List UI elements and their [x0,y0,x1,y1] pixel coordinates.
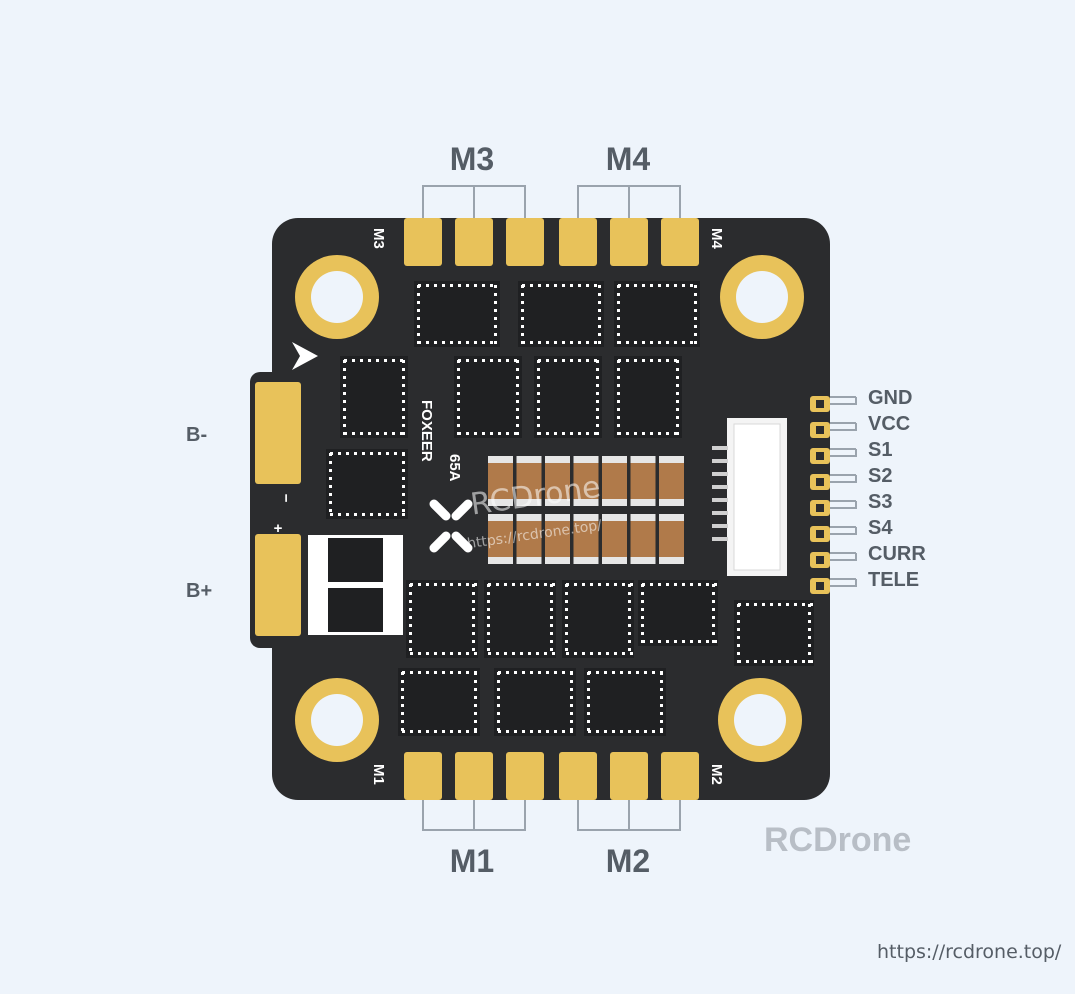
capacitor [630,514,656,564]
silk-m2: M2 [708,764,725,785]
pad-m2-a [559,752,597,800]
signal-label-s1: S1 [868,439,892,461]
pad-m1-a [404,752,442,800]
pad-m1-b [455,752,493,800]
mosfet-chip [734,600,814,666]
pad-m1-c [506,752,544,800]
pad-m4-c [661,218,699,266]
signal-label-curr: CURR [868,543,926,565]
capacitor [659,456,684,506]
silk-rating: 65A [446,454,463,482]
motor-pads-bottom [404,752,699,800]
battery-pad-positive [255,534,301,636]
signal-connector [712,418,787,576]
capacitor [488,456,513,506]
capacitor [659,514,684,564]
capacitor [602,456,627,506]
mosfet-chip [484,580,556,658]
mosfet-chip [398,668,480,736]
mosfet-array [326,281,814,736]
motor-pads-top [404,218,699,266]
motor-group-label-m4: M4 [606,141,651,177]
capacitor [488,514,513,564]
signal-leader-lines [830,396,857,587]
capacitor [602,514,627,564]
mosfet-chip [518,281,604,347]
signal-label-s4: S4 [868,517,893,539]
motor-group-label-m1: M1 [450,843,494,879]
pad-m4-b [610,218,648,266]
capacitor [573,456,599,506]
capacitor-bank [488,456,684,564]
battery-pad-negative [255,382,301,484]
signal-label-vcc: VCC [868,413,910,435]
signal-label-gnd: GND [868,387,912,409]
mosfet-chip [406,580,478,658]
mosfet-chip [584,668,666,736]
signal-label-tele: TELE [868,569,919,591]
signal-pads [810,396,830,594]
silk-minus: − [278,493,295,502]
mosfet-chip [454,356,522,438]
capacitor [545,456,570,506]
pad-m3-a [404,218,442,266]
mosfet-chip [414,281,500,347]
capacitor [573,514,599,564]
shunt-resistors [308,535,403,635]
pad-m2-c [661,752,699,800]
orientation-arrow-icon [292,342,318,370]
motor-brackets [422,185,681,831]
mosfet-chip [340,356,408,438]
motor-group-label-m2: M2 [606,843,650,879]
capacitor [516,514,542,564]
mosfet-chip [494,668,576,736]
mounting-holes [295,255,804,762]
watermark-url: https://rcdrone.top/ [877,941,1062,963]
foxeer-logo-icon [429,499,473,553]
silk-brand: FOXEER [418,400,435,462]
silk-m4: M4 [708,228,725,249]
silk-m1: M1 [370,764,387,785]
mosfet-chip [534,356,602,438]
signal-label-s3: S3 [868,491,892,513]
silk-m3: M3 [370,228,387,249]
pad-m4-a [559,218,597,266]
capacitor [516,456,542,506]
pad-m3-b [455,218,493,266]
mosfet-chip [638,580,718,646]
mosfet-chip [326,449,408,519]
capacitor [630,456,656,506]
pad-m2-b [610,752,648,800]
battery-positive-label: B+ [186,580,212,602]
pad-m3-c [506,218,544,266]
capacitor [545,514,570,564]
mosfet-chip [614,281,700,347]
battery-negative-label: B- [186,424,207,446]
silk-plus: + [274,520,283,537]
signal-label-s2: S2 [868,465,892,487]
watermark-brand: RCDrone [764,821,911,859]
mosfet-chip [562,580,634,658]
motor-group-label-m3: M3 [450,141,494,177]
mosfet-chip [614,356,682,438]
